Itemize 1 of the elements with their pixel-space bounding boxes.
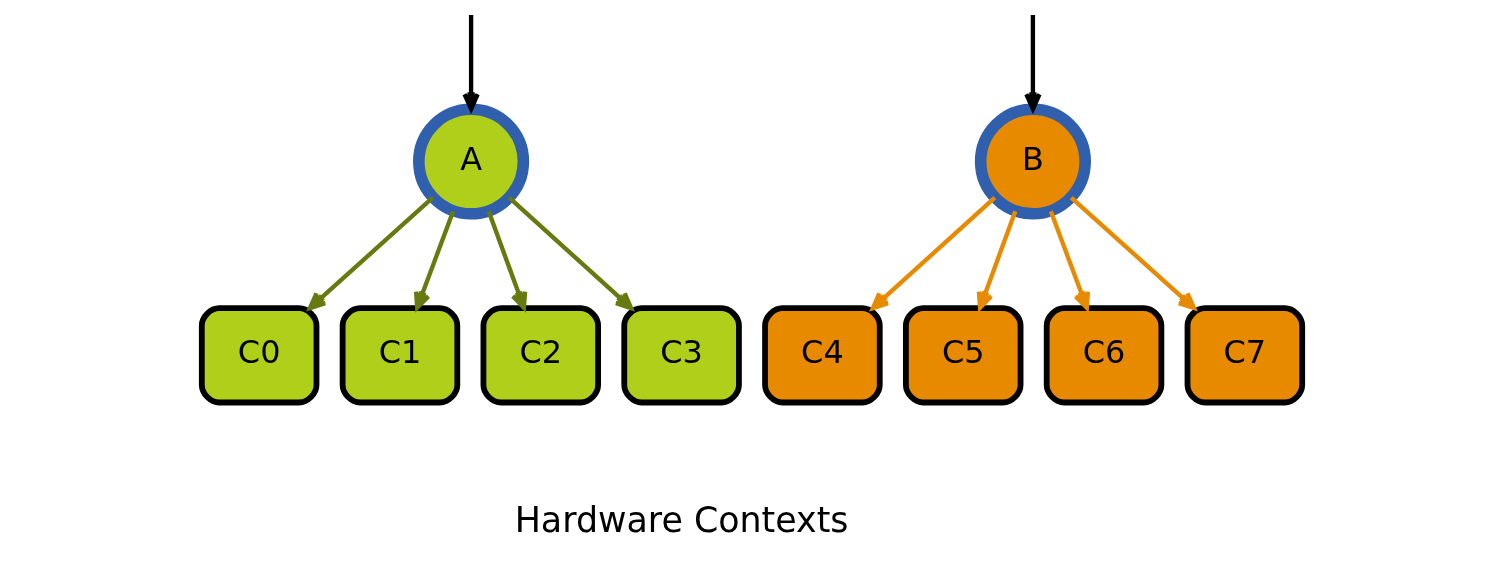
- label: Hardware Contexts: [514, 500, 848, 540]
